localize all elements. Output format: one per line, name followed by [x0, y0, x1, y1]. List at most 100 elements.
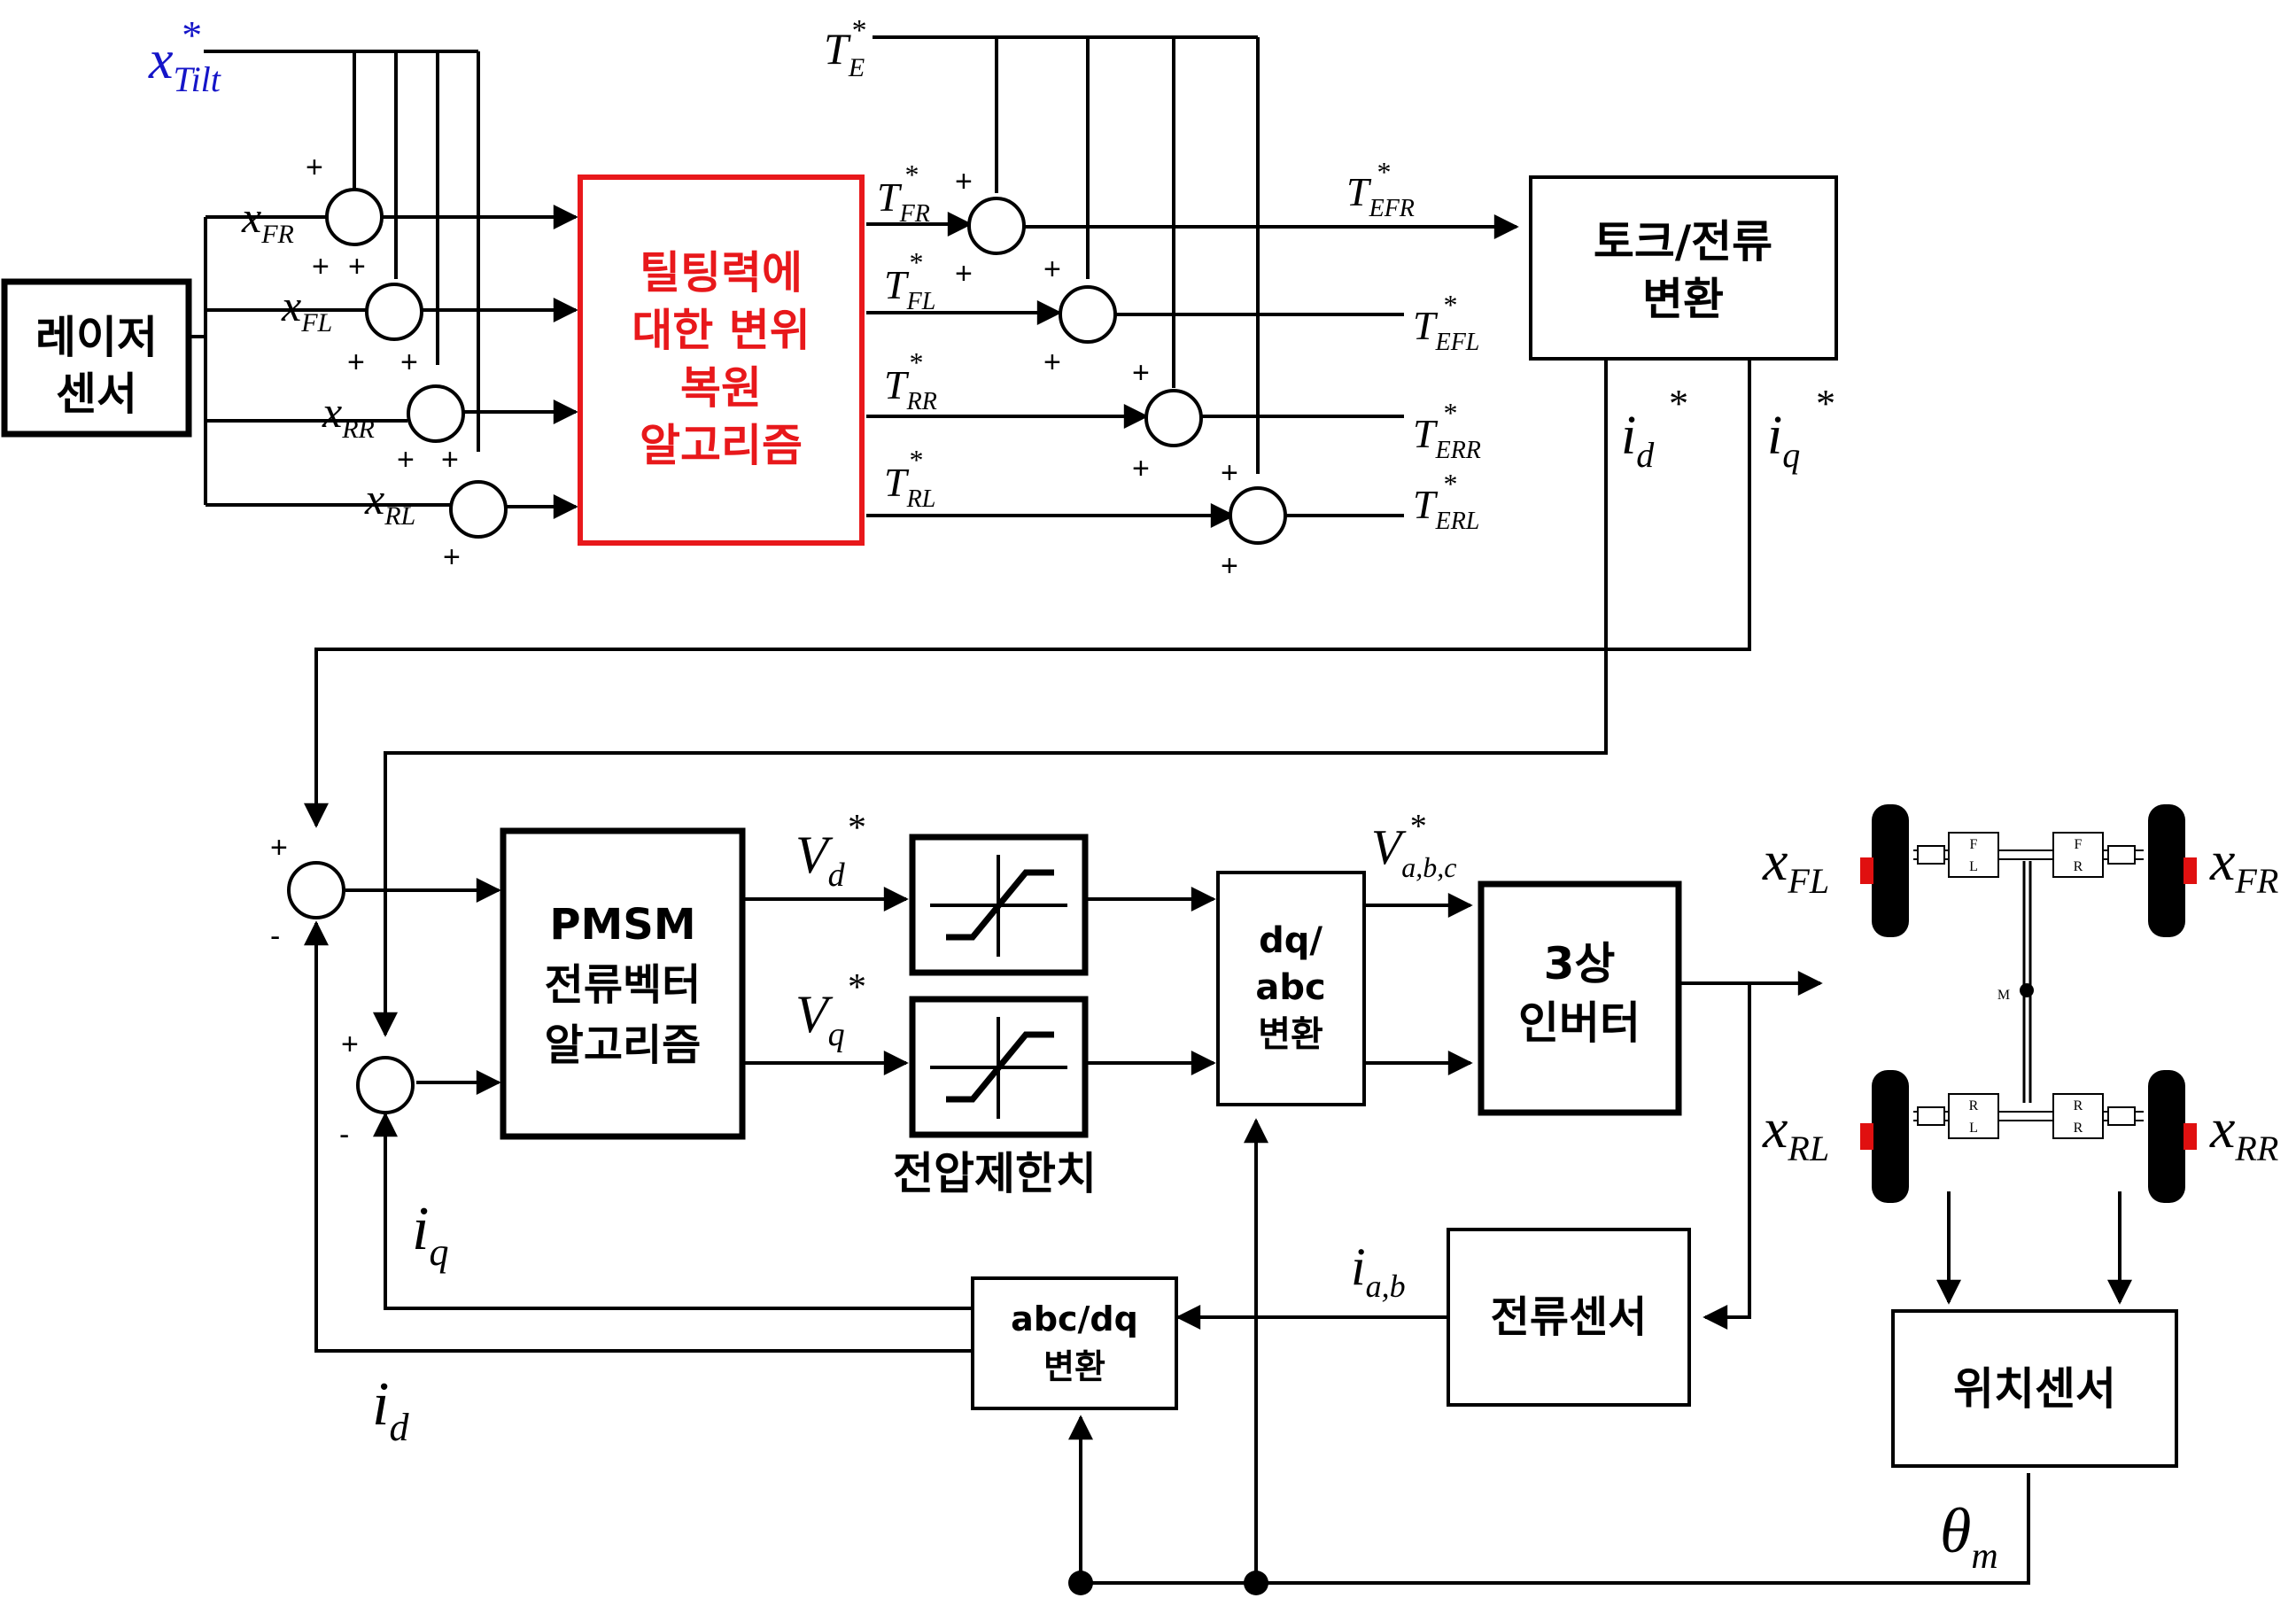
gear-rr — [2107, 1106, 2136, 1126]
t-e-drops — [995, 37, 1260, 474]
vd-star: * — [846, 808, 865, 849]
motor-fl-label-1: F — [1970, 837, 1978, 852]
theta-bus — [1081, 1473, 2030, 1585]
sum-junction-fr — [325, 188, 384, 246]
current-measure-arrow — [1703, 983, 1751, 1330]
t-erl-label: TERL — [1413, 482, 1479, 535]
sign-plus: + — [1132, 452, 1150, 485]
sum-junction-t-rr — [1144, 389, 1203, 447]
i-ab-label: ia,b — [1351, 1237, 1406, 1304]
sum-junction-t-fr — [967, 197, 1026, 255]
t-err-label: TERR — [1413, 411, 1481, 464]
dq-abc-line3: 변환 — [1258, 1014, 1323, 1055]
sum-junction-t-rl — [1229, 486, 1287, 545]
torque-current-line2: 변환 — [1642, 274, 1724, 325]
dq-abc-line1: dq/ — [1259, 920, 1323, 961]
sign-plus: + — [397, 443, 415, 477]
gear-fl — [1917, 845, 1945, 865]
sign-plus: + — [1132, 356, 1150, 390]
pmsm-line2: 전류벡터 — [545, 960, 702, 1010]
t-efr-label: TEFR — [1346, 169, 1415, 222]
gear-rl — [1917, 1106, 1945, 1126]
tilt-algorithm-line3: 복원 — [680, 362, 762, 414]
x-tilt-drops — [353, 51, 480, 452]
wheel-fl — [1872, 804, 1909, 937]
iq-ref-label: iq — [1767, 406, 1800, 475]
pmsm-line3: 알고리즘 — [545, 1020, 702, 1070]
vehicle-x-rl: xRL — [1762, 1097, 1829, 1168]
iq-ref-star: * — [1814, 382, 1834, 425]
sign-plus: + — [443, 540, 461, 574]
iq-ref-path — [304, 359, 1751, 828]
t-efl-star: * — [1442, 289, 1456, 321]
laser-sensor-line1: 레이저 — [35, 312, 158, 363]
voltage-limiter-d — [909, 834, 1089, 976]
theta-m-label: θm — [1940, 1495, 1998, 1577]
laser-sensor-block: 레이저 센서 — [1, 278, 192, 438]
t-fl-label: TFL — [884, 262, 935, 315]
motor-rr — [2052, 1093, 2104, 1139]
sign-plus: + — [1221, 456, 1238, 490]
voltage-limiter-label: 전압제한치 — [893, 1148, 1097, 1199]
sign-plus: + — [270, 831, 288, 865]
sum-junction-id — [287, 861, 345, 919]
pmsm-block: PMSM 전류벡터 알고리즘 — [500, 827, 746, 1140]
inverter-line2: 인버터 — [1518, 997, 1641, 1049]
id-label: id — [372, 1370, 409, 1449]
t-efr-star: * — [1376, 156, 1390, 188]
marker-fr — [2184, 857, 2197, 884]
sign-plus: + — [347, 345, 365, 379]
laser-sensor-line2: 센서 — [56, 368, 137, 420]
voltage-limiter-q — [909, 996, 1089, 1138]
center-shaft — [2022, 861, 2032, 1103]
x-tilt-label: xTilt — [148, 30, 221, 99]
sum-junction-iq — [356, 1056, 415, 1114]
tilt-algorithm-block: 틸팅력에 대한 변위 복원 알고리즘 — [578, 175, 865, 546]
sum-junction-fl — [365, 283, 423, 341]
sum-signs: + + + + + + + + + + + + + + + + + - + - — [270, 151, 1238, 1152]
vq-label: Vq — [795, 985, 845, 1053]
motor-rl-label-2: L — [1969, 1121, 1978, 1136]
saturation-curve — [946, 869, 1054, 941]
t-efl-label: TEFL — [1413, 303, 1479, 356]
sign-plus: + — [341, 1028, 359, 1061]
torque-current-line1: 토크/전류 — [1594, 216, 1772, 268]
iq-feedback-arrow — [373, 1112, 972, 1310]
gear-fr — [2107, 845, 2136, 865]
motor-rr-label-1: R — [2074, 1098, 2083, 1113]
marker-rl — [1860, 1123, 1873, 1150]
sum-junction-rr — [407, 384, 465, 443]
current-sensor-label: 전류센서 — [1491, 1292, 1648, 1342]
sign-plus: + — [348, 250, 366, 283]
vehicle-x-fr: xFR — [2209, 829, 2278, 901]
id-feedback-arrow — [304, 920, 972, 1353]
inverter-line1: 3상 — [1544, 938, 1616, 989]
vehicle-x-fl: xFL — [1762, 829, 1829, 901]
t-rl-star: * — [908, 444, 922, 476]
sign-plus: + — [400, 345, 418, 379]
vehicle-drawing: M F L F R R L R R — [1860, 804, 2197, 1203]
abc-dq-block: abc/dq 변환 — [971, 1276, 1178, 1410]
id-ref-path — [373, 359, 1608, 1037]
center-motor-dot — [2020, 983, 2034, 997]
x-tilt-star: * — [180, 12, 200, 58]
marker-fl — [1860, 857, 1873, 884]
position-sensor-block: 위치센서 — [1891, 1309, 2178, 1468]
sign-plus: + — [1043, 345, 1061, 379]
sign-plus: + — [306, 151, 323, 184]
t-fl-star: * — [908, 246, 922, 278]
id-ref-label: id — [1621, 406, 1655, 475]
center-label: M — [1997, 988, 2010, 1003]
sign-plus: + — [955, 257, 973, 291]
t-rr-star: * — [908, 346, 922, 378]
t-fr-label: TFR — [877, 175, 930, 228]
tilt-algorithm-line1: 틸팅력에 — [640, 247, 803, 299]
id-ref-star: * — [1667, 382, 1687, 425]
marker-rr — [2184, 1123, 2197, 1150]
sign-plus: + — [1043, 252, 1061, 286]
sum-junction-rl — [449, 480, 508, 539]
position-sensor-label: 위치센서 — [1953, 1363, 2116, 1415]
iq-label: iq — [412, 1195, 448, 1274]
motor-fr — [2052, 832, 2104, 878]
